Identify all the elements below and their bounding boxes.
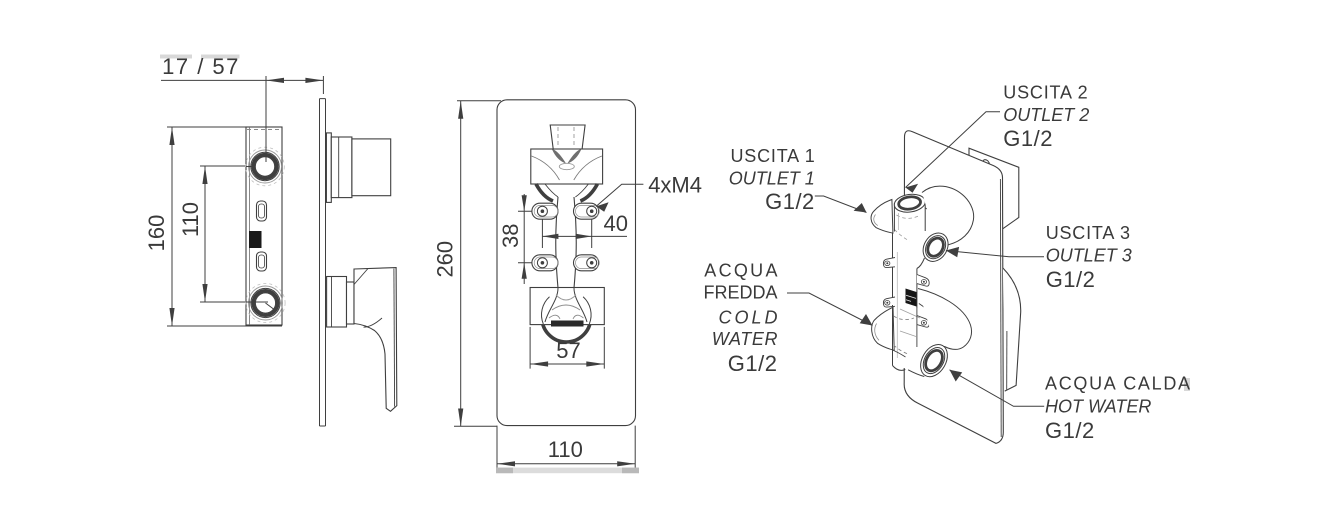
svg-text:FREDDA: FREDDA <box>703 283 777 303</box>
svg-text:110: 110 <box>548 437 583 462</box>
svg-text:OUTLET 2: OUTLET 2 <box>1003 105 1089 125</box>
svg-text:ACQUA CALDA: ACQUA CALDA <box>1045 374 1192 394</box>
svg-text:57: 57 <box>556 338 580 363</box>
svg-text:HOT WATER: HOT WATER <box>1045 397 1151 417</box>
svg-text:260: 260 <box>433 241 458 278</box>
svg-text:G1/2: G1/2 <box>1046 267 1096 292</box>
svg-text:G1/2: G1/2 <box>1003 126 1053 151</box>
svg-text:G1/2: G1/2 <box>728 351 778 376</box>
svg-text:110: 110 <box>178 202 203 237</box>
svg-text:OUTLET 3: OUTLET 3 <box>1046 246 1132 266</box>
svg-text:USCITA 1: USCITA 1 <box>731 146 816 166</box>
svg-text:OUTLET 1: OUTLET 1 <box>729 169 815 189</box>
svg-text:ACQUA: ACQUA <box>704 261 780 281</box>
svg-text:USCITA 2: USCITA 2 <box>1003 83 1088 103</box>
svg-text:USCITA 3: USCITA 3 <box>1046 223 1131 243</box>
svg-text:38: 38 <box>498 223 523 247</box>
svg-text:COLD: COLD <box>718 308 780 328</box>
svg-text:40: 40 <box>604 211 628 236</box>
svg-text:160: 160 <box>144 215 169 252</box>
svg-text:WATER: WATER <box>712 329 778 349</box>
svg-text:G1/2: G1/2 <box>1045 418 1095 443</box>
svg-text:4xM4: 4xM4 <box>648 173 702 198</box>
svg-text:G1/2: G1/2 <box>765 189 815 214</box>
svg-text:17 / 57: 17 / 57 <box>162 54 240 79</box>
